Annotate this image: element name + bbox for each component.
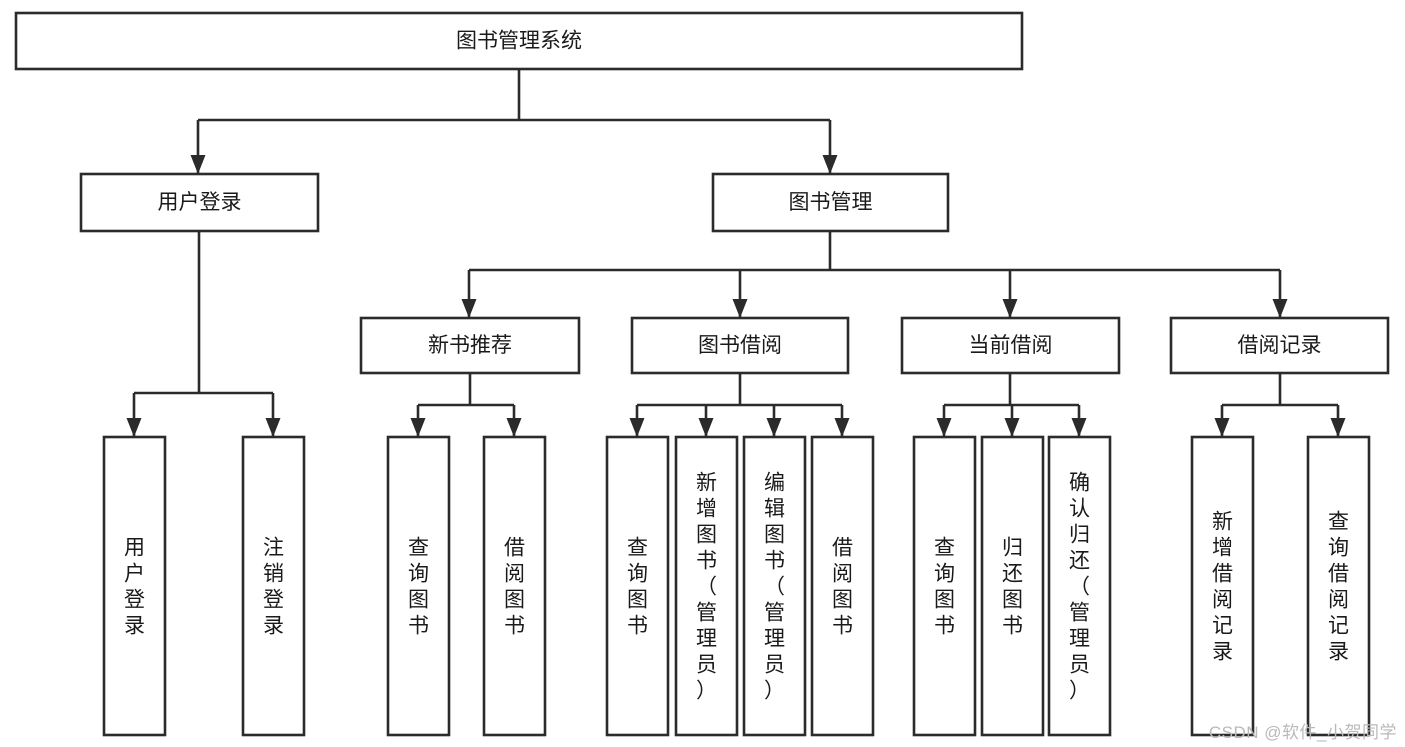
node-box[interactable] (79, 172, 320, 233)
leaf-node-leaf-add-book[interactable]: 新增图书（管理员） (674, 435, 739, 737)
node-box[interactable] (674, 435, 739, 737)
connector-edge-user-login-bus (126, 231, 281, 437)
node-label: 确认归还（管理员） (1069, 471, 1090, 702)
node-box[interactable] (711, 172, 950, 233)
arrow-head-icon (834, 418, 850, 437)
node-box[interactable] (980, 435, 1045, 737)
node-box[interactable] (810, 435, 875, 737)
level3-node-book-borrow[interactable]: 图书借阅 (630, 316, 850, 375)
level3-node-borrow-record[interactable]: 借阅记录 (1169, 316, 1390, 375)
connector-edge-borrow-record-bus (1214, 373, 1346, 437)
leaf-node-leaf-add-record[interactable]: 新增借阅记录 (1190, 435, 1255, 737)
arrow-head-icon (265, 418, 281, 437)
level2-node-book-manage[interactable]: 图书管理 (711, 172, 950, 233)
leaf-node-leaf-borrow-book-2[interactable]: 借阅图书 (810, 435, 875, 737)
arrow-head-icon (1330, 418, 1346, 437)
arrow-head-icon (1214, 418, 1230, 437)
node-label: 图书借阅 (698, 334, 782, 357)
node-box[interactable] (482, 435, 547, 737)
arrow-head-icon (1071, 418, 1087, 437)
connector-edge-book-borrow-bus (629, 373, 850, 437)
arrow-head-icon (1272, 299, 1288, 318)
leaf-node-leaf-query-book-1[interactable]: 查询图书 (386, 435, 451, 737)
node-label: 图书管理 (789, 191, 873, 214)
node-box[interactable] (900, 316, 1121, 375)
node-label: 注销登录 (263, 536, 284, 637)
node-label: 借阅图书 (504, 536, 525, 637)
leaf-node-leaf-borrow-book-1[interactable]: 借阅图书 (482, 435, 547, 737)
level3-node-current-borrow[interactable]: 当前借阅 (900, 316, 1121, 375)
arrow-head-icon (1004, 418, 1020, 437)
arrow-head-icon (506, 418, 522, 437)
arrow-head-icon (461, 299, 477, 318)
leaf-node-leaf-query-record[interactable]: 查询借阅记录 (1306, 435, 1371, 737)
arrow-head-icon (410, 418, 426, 437)
leaf-node-leaf-query-book-2[interactable]: 查询图书 (605, 435, 670, 737)
arrow-head-icon (766, 418, 782, 437)
leaf-node-leaf-user-logout[interactable]: 注销登录 (241, 435, 306, 737)
node-label: 查询图书 (934, 536, 955, 637)
arrow-head-icon (126, 418, 142, 437)
node-box[interactable] (1190, 435, 1255, 737)
node-label: 当前借阅 (969, 334, 1053, 357)
level2-node-user-login[interactable]: 用户登录 (79, 172, 320, 233)
leaf-node-leaf-edit-book[interactable]: 编辑图书（管理员） (742, 435, 807, 737)
leaf-node-leaf-confirm-return[interactable]: 确认归还（管理员） (1047, 435, 1112, 737)
arrow-head-icon (190, 155, 206, 174)
root-node-root[interactable]: 图书管理系统 (14, 11, 1024, 71)
node-label: 新增图书（管理员） (696, 471, 717, 702)
arrow-head-icon (1002, 299, 1018, 318)
node-box[interactable] (742, 435, 807, 737)
node-box[interactable] (912, 435, 977, 737)
arrow-head-icon (822, 155, 838, 174)
node-box[interactable] (1306, 435, 1371, 737)
node-label: 归还图书 (1002, 536, 1023, 637)
leaf-node-leaf-user-login[interactable]: 用户登录 (102, 435, 167, 737)
node-label: 用户登录 (124, 536, 145, 637)
connector-edge-book-manage-bus (461, 231, 1288, 318)
connector-layer (126, 69, 1346, 437)
arrow-head-icon (732, 299, 748, 318)
arrow-head-icon (698, 418, 714, 437)
node-box[interactable] (386, 435, 451, 737)
leaf-node-leaf-query-book-3[interactable]: 查询图书 (912, 435, 977, 737)
node-box[interactable] (1169, 316, 1390, 375)
node-box[interactable] (630, 316, 850, 375)
node-box[interactable] (102, 435, 167, 737)
node-label: 借阅记录 (1238, 334, 1322, 357)
node-box[interactable] (359, 316, 581, 375)
node-label: 查询借阅记录 (1328, 510, 1349, 663)
node-label: 借阅图书 (832, 536, 853, 637)
arrow-head-icon (629, 418, 645, 437)
connector-edge-root-bus (190, 69, 838, 174)
node-box[interactable] (14, 11, 1024, 71)
node-layer: 图书管理系统用户登录图书管理新书推荐图书借阅当前借阅借阅记录用户登录注销登录查询… (14, 11, 1390, 737)
node-label: 图书管理系统 (456, 30, 582, 53)
connector-edge-current-borrow-bus (936, 373, 1087, 437)
node-label: 新书推荐 (428, 334, 512, 357)
node-box[interactable] (605, 435, 670, 737)
node-box[interactable] (1047, 435, 1112, 737)
node-label: 查询图书 (408, 536, 429, 637)
node-label: 查询图书 (627, 536, 648, 637)
node-box[interactable] (241, 435, 306, 737)
leaf-node-leaf-return-book[interactable]: 归还图书 (980, 435, 1045, 737)
node-label: 新增借阅记录 (1212, 510, 1233, 663)
level3-node-new-book-rec[interactable]: 新书推荐 (359, 316, 581, 375)
node-label: 用户登录 (158, 191, 242, 214)
arrow-head-icon (936, 418, 952, 437)
node-label: 编辑图书（管理员） (764, 471, 785, 702)
connector-edge-new-book-rec-bus (410, 373, 522, 437)
